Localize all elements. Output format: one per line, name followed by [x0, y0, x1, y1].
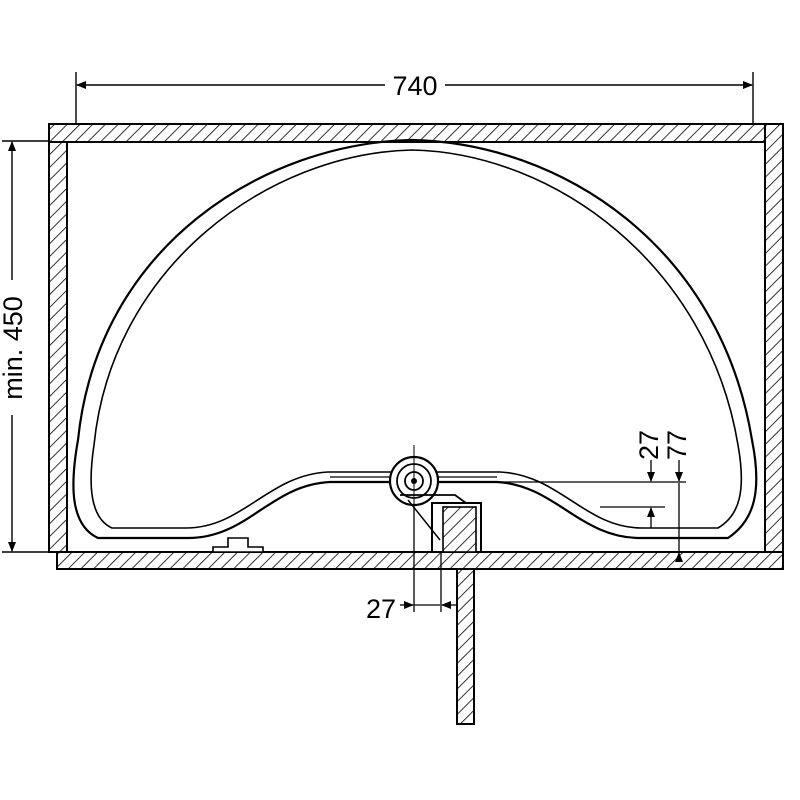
- door-offset-label: 27: [366, 594, 396, 624]
- min-depth-label: min. 450: [0, 296, 28, 400]
- right-wall: [764, 123, 784, 553]
- bottom-panel: [56, 551, 784, 570]
- dimension-door-offset: 27: [366, 505, 456, 624]
- hinge-bracket: [400, 494, 482, 553]
- hinge-offset-small-label: 27: [634, 430, 664, 460]
- pivot-hub: [388, 445, 440, 517]
- dimension-hinge-offsets: 27 77: [497, 430, 692, 562]
- shelf-inner-rim: [90, 149, 743, 529]
- cabinet-walls: [48, 123, 784, 725]
- overall-width-label: 740: [392, 71, 437, 101]
- hinge-offset-large-label: 77: [662, 430, 692, 460]
- dimension-min-depth: min. 450: [0, 140, 57, 553]
- left-wall: [48, 123, 68, 553]
- bracket-arm: [400, 494, 467, 504]
- bracket-hatched-post: [442, 506, 477, 553]
- foot-outline: [212, 537, 264, 553]
- door-panel: [456, 568, 475, 725]
- dimension-overall-width: 740: [75, 71, 754, 124]
- support-foot: [212, 537, 264, 553]
